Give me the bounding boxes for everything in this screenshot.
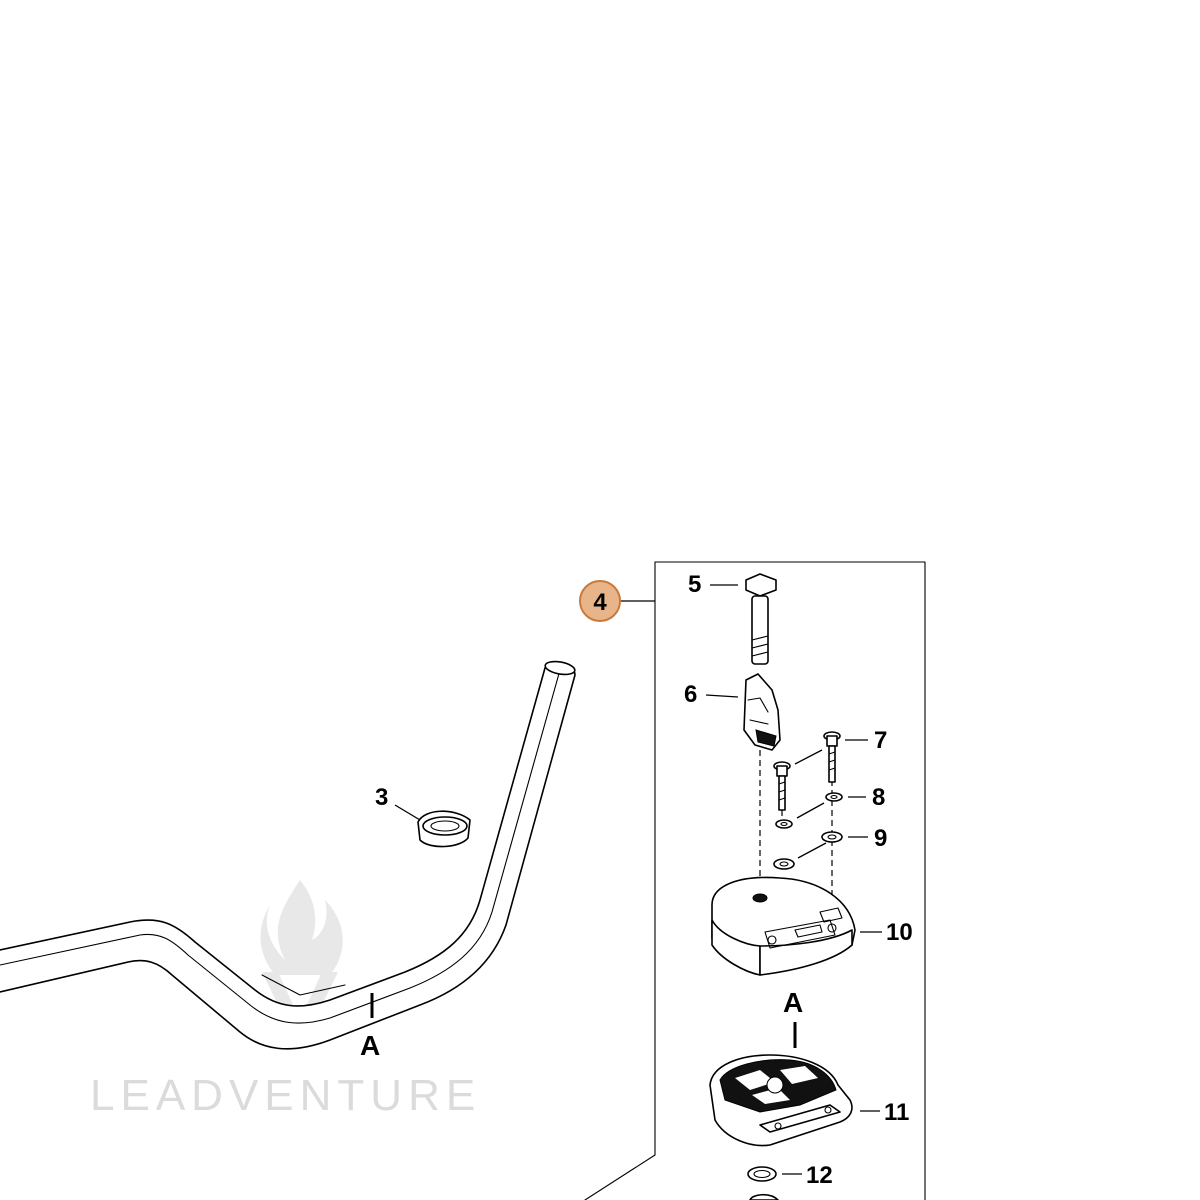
watermark-brand: LEADVENTURE <box>90 1071 481 1120</box>
view-marker-right: A <box>783 987 803 1048</box>
handlebar <box>0 660 576 1050</box>
callout-11: 11 <box>884 1099 909 1126</box>
callout-8: 8 <box>872 784 885 811</box>
watermark: LEADVENTURE <box>90 880 481 1120</box>
part-10-base: 10 <box>711 876 913 976</box>
callout-9: 9 <box>874 825 887 852</box>
callout-4: 4 <box>593 589 607 616</box>
callout-5: 5 <box>688 571 701 598</box>
part-8-washers: 8 <box>775 784 885 829</box>
callout-10: 10 <box>886 919 913 946</box>
callout-4-badge[interactable]: 4 <box>579 580 621 622</box>
callout-3: 3 <box>375 784 388 811</box>
callout-7: 7 <box>874 727 887 754</box>
part-7-screws: 7 <box>773 727 887 811</box>
part-12-ring: 12 <box>747 1162 833 1200</box>
callout-12: 12 <box>806 1162 833 1189</box>
part-11-lower-clamp: 11 <box>709 1054 909 1147</box>
assembly-frame <box>584 561 926 1200</box>
v-logo-icon <box>262 972 338 1050</box>
view-label-a-right: A <box>783 987 803 1018</box>
view-label-a-left: A <box>360 1030 380 1061</box>
part-5-bolt: 5 <box>688 571 777 665</box>
callout-6: 6 <box>684 681 697 708</box>
part-9-washers: 9 <box>773 825 887 870</box>
part-3-ring: 3 <box>375 784 471 848</box>
flame-logo-icon <box>260 880 343 975</box>
view-marker-left: A <box>360 993 380 1061</box>
part-6-clamp: 6 <box>684 673 781 751</box>
